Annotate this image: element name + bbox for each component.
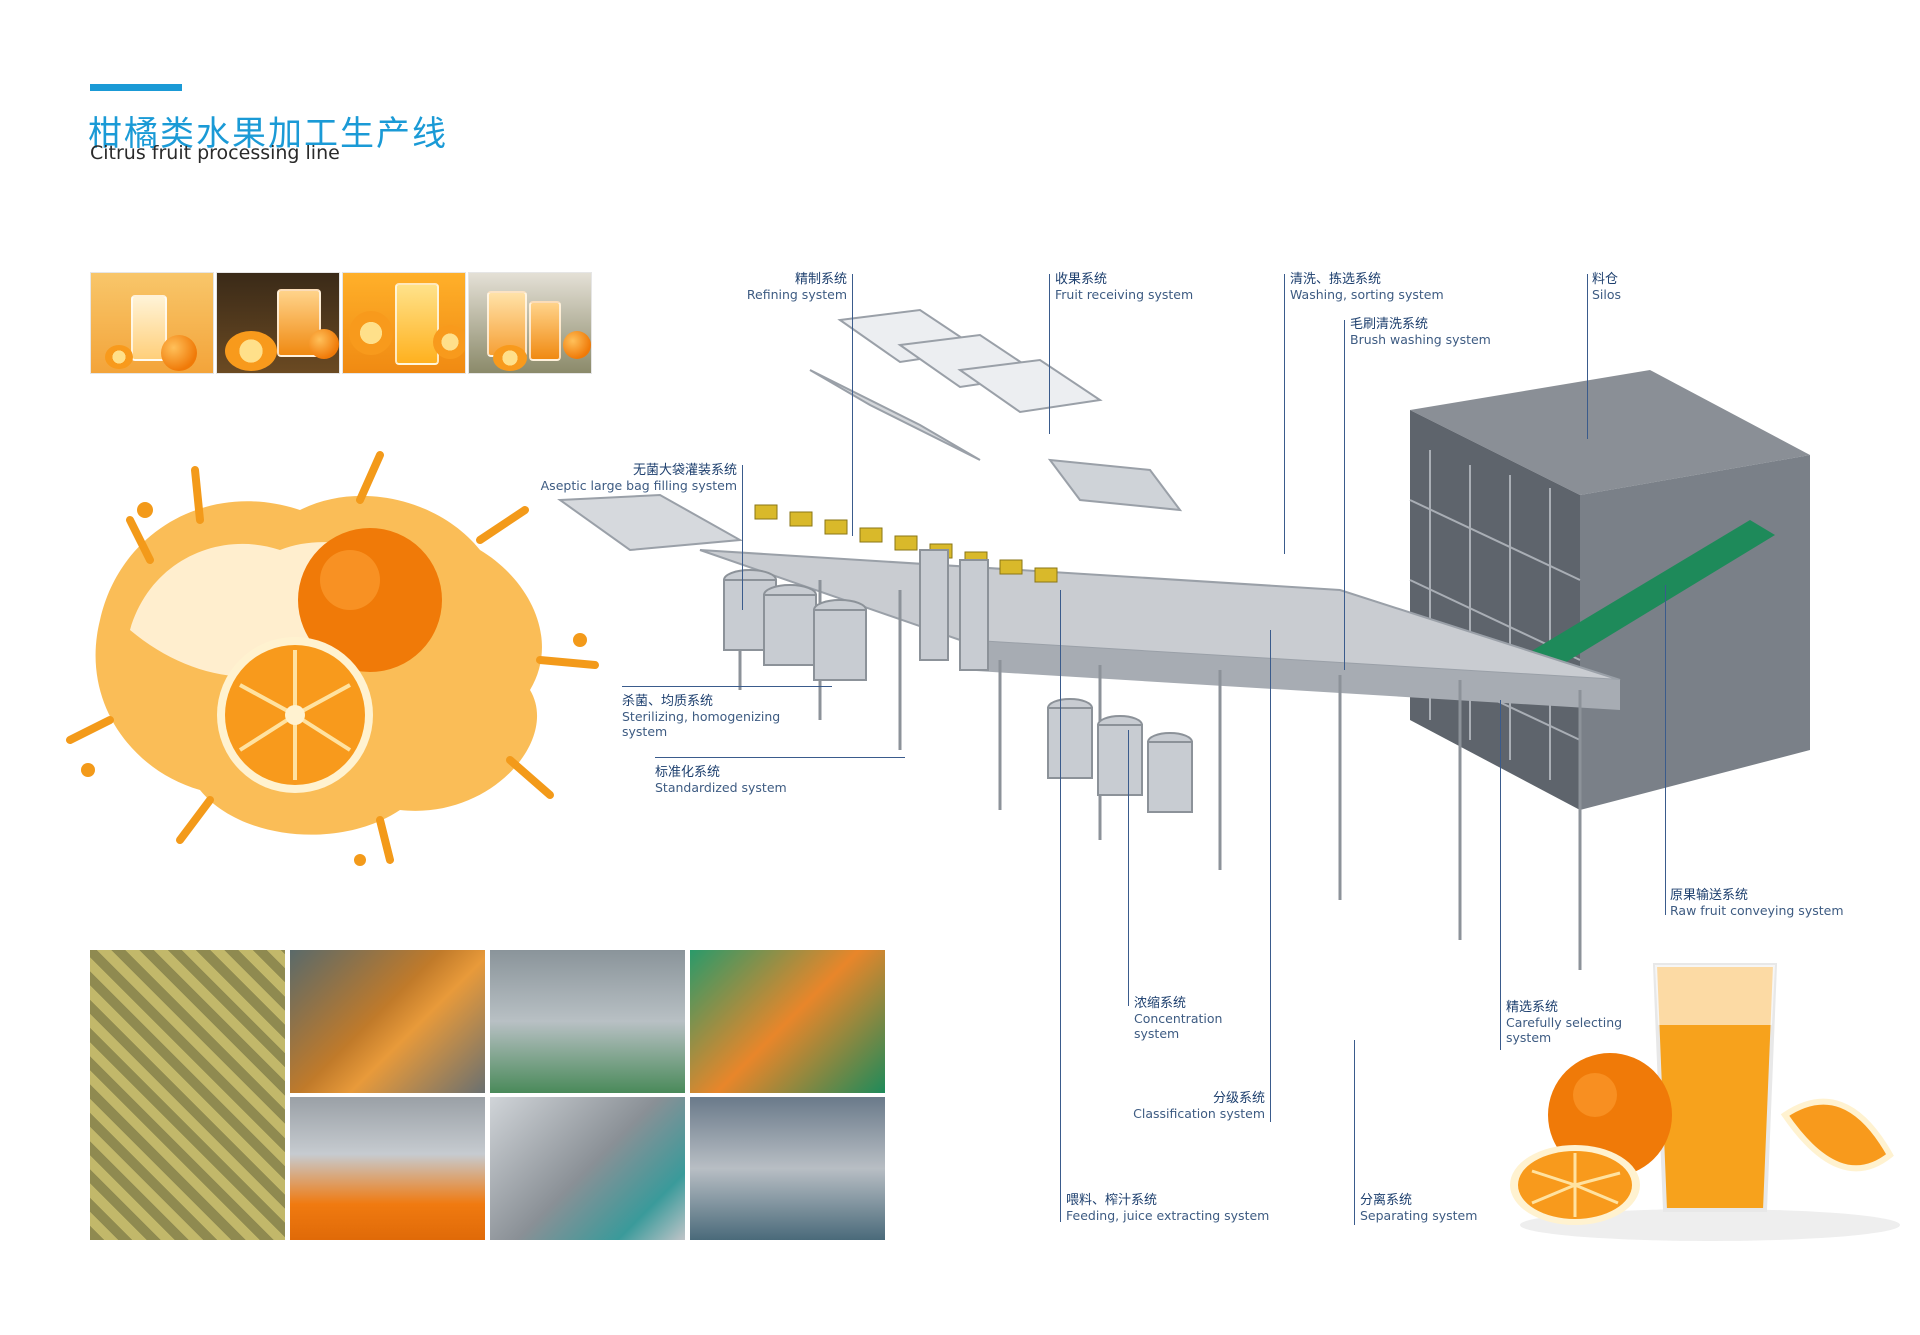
standardized-leader	[655, 757, 905, 758]
label-standardized-cn: 标准化系统	[655, 765, 721, 780]
label-standardized-en: Standardized system	[655, 780, 787, 795]
label-aseptic: 无菌大袋灌装系统 Aseptic large bag filling syste…	[530, 463, 737, 493]
label-separating-cn: 分离系统	[1360, 1193, 1413, 1208]
label-selecting-en-1: Carefully selecting	[1506, 1015, 1623, 1030]
orange-juice-illustration	[1510, 963, 1900, 1241]
label-aseptic-en: Aseptic large bag filling system	[540, 478, 737, 493]
separating-leader	[1354, 1040, 1355, 1225]
fruit-receiving-leader	[1049, 274, 1050, 434]
label-feeding-en: Feeding, juice extracting system	[1066, 1208, 1270, 1223]
label-selecting-en-2: system	[1506, 1030, 1552, 1045]
raw-conveying-leader	[1665, 585, 1666, 915]
label-refining-en: Refining system	[746, 287, 847, 302]
label-feeding-cn: 喂料、榨汁系统	[1066, 1193, 1158, 1208]
title-accent-bar	[90, 84, 182, 91]
label-fruit-receiving-cn: 收果系统	[1055, 272, 1108, 287]
processing-hall-photo	[690, 950, 885, 1093]
extractor-photo	[290, 1097, 485, 1240]
selecting-leader	[1500, 700, 1501, 1050]
label-silos: 料仓 Silos	[1592, 272, 1621, 302]
label-classification-cn: 分级系统	[1212, 1091, 1265, 1106]
label-washing-sorting-cn: 清洗、拣选系统	[1290, 272, 1382, 287]
aseptic-leader	[742, 465, 743, 610]
label-raw-conveying: 原果输送系统 Raw fruit conveying system	[1670, 888, 1844, 918]
classification-leader	[1270, 630, 1271, 1122]
label-separating-en: Separating system	[1360, 1208, 1478, 1223]
refining-leader	[852, 274, 853, 536]
label-silos-en: Silos	[1592, 287, 1622, 302]
label-sterilizing-cn: 杀菌、均质系统	[622, 694, 714, 709]
label-concentration-en-2: system	[1134, 1026, 1180, 1041]
feeding-leader	[1060, 590, 1061, 1222]
washing-machine-photo	[490, 950, 685, 1093]
processing-line-diagram	[557, 308, 1810, 970]
washing-sorting-leader	[1284, 274, 1285, 554]
label-brush-washing: 毛刷清洗系统 Brush washing system	[1350, 317, 1491, 347]
brush-washing-leader	[1344, 320, 1345, 670]
juice-orange-photo	[216, 272, 340, 374]
label-raw-conveying-cn: 原果输送系统	[1670, 888, 1749, 903]
label-concentration-cn: 浓缩系统	[1134, 996, 1187, 1011]
silos-leader	[1587, 274, 1588, 439]
label-standardized: 标准化系统 Standardized system	[655, 765, 787, 795]
label-classification: 分级系统 Classification system	[1100, 1091, 1265, 1121]
label-refining: 精制系统 Refining system	[700, 272, 847, 302]
label-sterilizing-en-1: Sterilizing, homogenizing	[622, 709, 781, 724]
label-washing-sorting: 清洗、拣选系统 Washing, sorting system	[1290, 272, 1444, 302]
label-separating: 分离系统 Separating system	[1360, 1193, 1477, 1223]
label-washing-sorting-en: Washing, sorting system	[1290, 287, 1444, 302]
label-brush-washing-cn: 毛刷清洗系统	[1350, 317, 1429, 332]
label-sterilizing-en-2: system	[622, 724, 668, 739]
juice-glass-photo	[90, 272, 214, 374]
concentration-leader	[1128, 730, 1129, 1006]
label-brush-washing-en: Brush washing system	[1350, 332, 1491, 347]
label-sterilizing: 杀菌、均质系统 Sterilizing, homogenizing system	[622, 694, 780, 739]
sterilizing-leader	[622, 686, 832, 687]
orange-splash-illustration	[66, 451, 599, 866]
label-feeding: 喂料、榨汁系统 Feeding, juice extracting system	[1066, 1193, 1269, 1223]
label-selecting: 精选系统 Carefully selecting system	[1506, 1000, 1622, 1045]
juice-jug-photo	[468, 272, 592, 374]
label-raw-conveying-en: Raw fruit conveying system	[1670, 903, 1844, 918]
label-classification-en: Classification system	[1133, 1106, 1265, 1121]
page-title-cn: 柑橘类水果加工生产线	[88, 114, 448, 154]
label-aseptic-cn: 无菌大袋灌装系统	[632, 463, 737, 478]
label-selecting-cn: 精选系统	[1506, 1000, 1559, 1015]
label-silos-cn: 料仓	[1592, 272, 1619, 287]
sorting-line-photo	[290, 950, 485, 1093]
label-concentration: 浓缩系统 Concentration system	[1134, 996, 1222, 1041]
label-fruit-receiving: 收果系统 Fruit receiving system	[1055, 272, 1193, 302]
pipeline-photo	[490, 1097, 685, 1240]
fruit-conveyor-photo	[90, 950, 285, 1240]
juice-pour-photo	[342, 272, 466, 374]
label-refining-cn: 精制系统	[794, 272, 847, 287]
label-fruit-receiving-en: Fruit receiving system	[1055, 287, 1194, 302]
label-concentration-en-1: Concentration	[1134, 1011, 1223, 1026]
factory-floor-photo	[690, 1097, 885, 1240]
page-title-en: Citrus fruit processing line	[90, 142, 340, 164]
